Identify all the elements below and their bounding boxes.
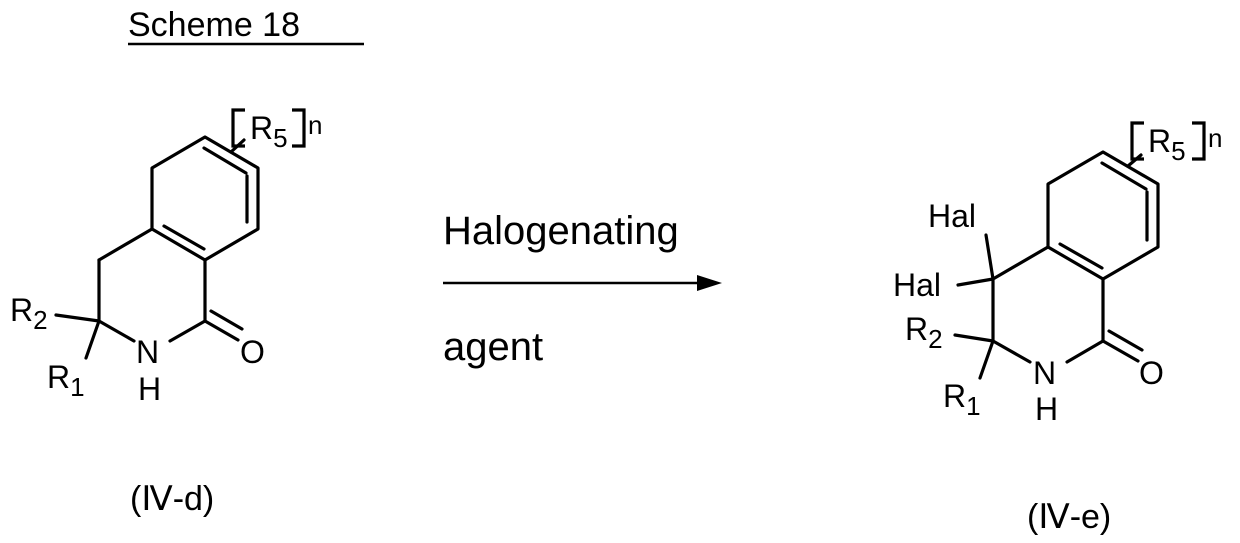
reagent-label-line2: agent [443, 325, 543, 369]
product-r2-label: R2 [905, 311, 943, 354]
reactant-hydrogen-label: H [138, 371, 161, 407]
reactant-n-subscript: n [308, 110, 322, 140]
product-r5-bracket-right [1192, 123, 1204, 159]
product-nitrogen-label: N [1033, 355, 1056, 391]
product-n-subscript: n [1208, 123, 1222, 153]
reactant-r5-bracket-right [292, 110, 304, 146]
reactant-n-co-bond [170, 321, 205, 341]
product-c-n-bond [993, 341, 1030, 362]
reactant-r1-label: R1 [47, 359, 85, 402]
reactant-r1-bond [86, 321, 99, 358]
reactant-aromatic-double-bond [164, 226, 204, 249]
reactant-c-n-bond [99, 321, 134, 341]
product-bonds [955, 123, 1204, 378]
reactant-benzene-ring [152, 137, 258, 260]
product-hal-top-label: Hal [928, 198, 976, 234]
reactant-bonds [56, 110, 304, 358]
product-r2-bond [955, 335, 993, 341]
product-compound-id: (Ⅳ-e) [1027, 498, 1111, 536]
reactant-nitrogen-label: N [136, 334, 159, 370]
product-c4-bond [993, 247, 1048, 279]
product-r1-label: R1 [943, 378, 981, 421]
reactant-compound-id: (Ⅳ-d) [130, 480, 214, 518]
product-hydrogen-label: H [1035, 391, 1058, 427]
arrow-head [697, 275, 722, 291]
scheme-title: Scheme 18 [128, 6, 300, 44]
reactant-r2-bond [56, 315, 99, 321]
product-structure: R5 n Hal Hal R2 R1 N H O [893, 123, 1222, 427]
product-r1-bond [980, 341, 993, 378]
product-n-co-bond [1067, 341, 1103, 362]
reactant-structure: R5 n R2 R1 N H O [10, 110, 322, 407]
reagent-label-line1: Halogenating [443, 209, 679, 253]
product-oxygen-label: O [1139, 355, 1164, 391]
reactant-ch2-bond [99, 229, 152, 260]
product-benzene-ring [1048, 152, 1158, 279]
product-aromatic-double-bond [1102, 163, 1146, 189]
product-hal-left-bond [958, 279, 993, 285]
reactant-oxygen-label: O [240, 334, 265, 370]
reactant-r5-label: R5 [250, 110, 288, 153]
product-hal-left-label: Hal [893, 267, 941, 303]
product-r5-bracket-left [1132, 123, 1144, 159]
product-hal-top-bond [986, 235, 993, 279]
reactant-r2-label: R2 [10, 292, 48, 335]
product-r5-label: R5 [1148, 123, 1186, 166]
reaction-arrow: Halogenating agent [443, 209, 722, 369]
reactant-aromatic-double-bond [204, 148, 246, 173]
